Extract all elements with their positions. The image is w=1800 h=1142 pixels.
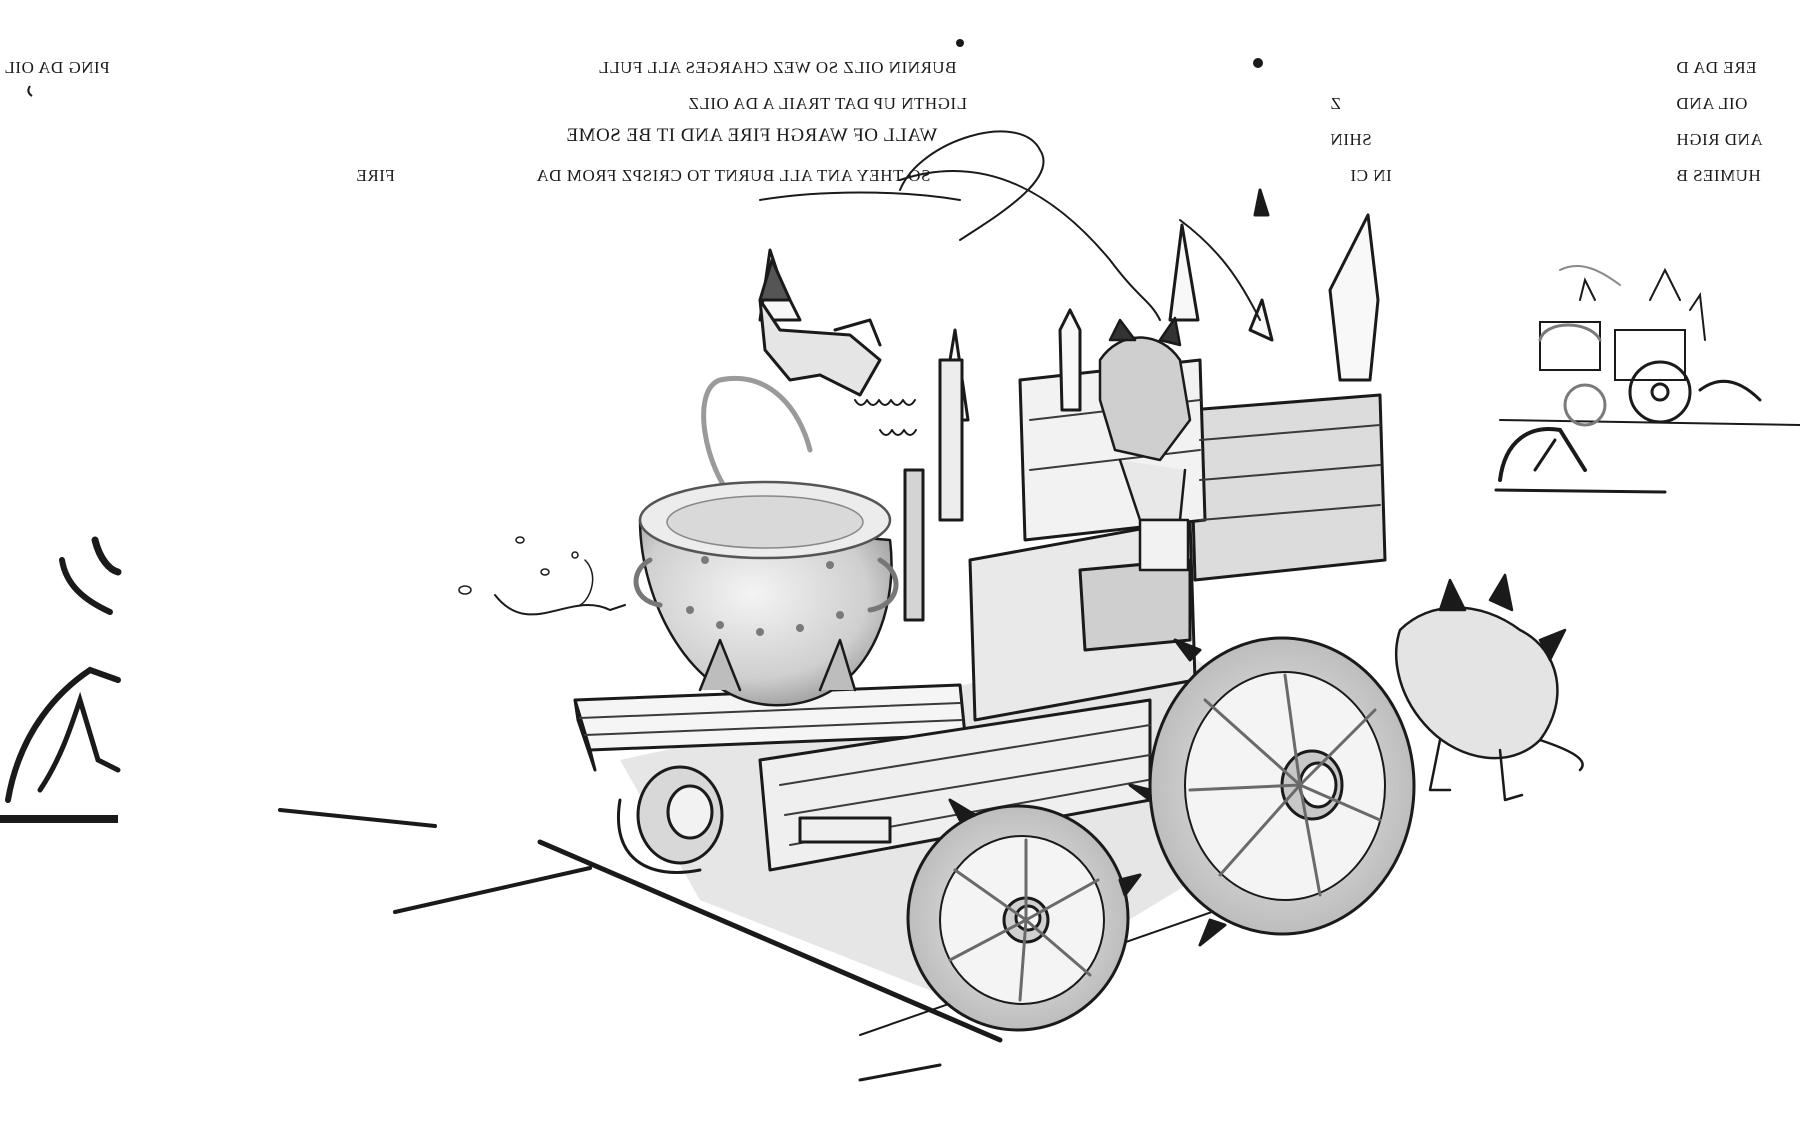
whip	[759, 130, 1261, 321]
axle-hub	[617, 765, 892, 874]
rear-wheel	[1128, 636, 1416, 947]
driver-figure	[1098, 316, 1192, 572]
left-partial-sketch	[0, 536, 122, 823]
front-wheel	[906, 798, 1142, 1032]
steam-bubbles	[458, 536, 626, 616]
ink-dot	[956, 39, 964, 47]
spikes	[758, 188, 1380, 622]
cauldron	[633, 376, 899, 707]
thumbnail-sketch	[1494, 265, 1800, 494]
horned-skull	[758, 258, 882, 397]
squig-beast	[1395, 573, 1584, 802]
chain	[854, 399, 917, 436]
ork-wagon	[458, 130, 1584, 1032]
ink-dot	[1253, 58, 1263, 68]
